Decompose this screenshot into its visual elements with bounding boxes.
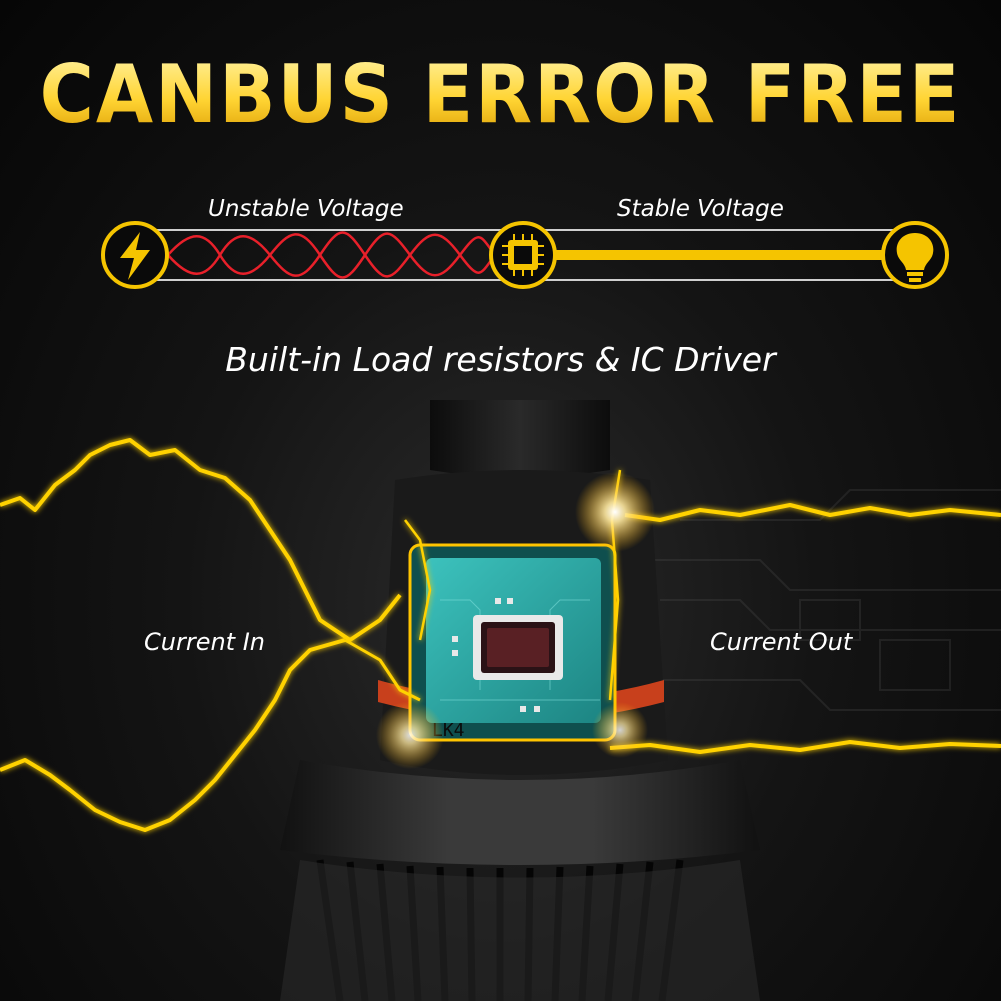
bulb-icon (881, 221, 949, 289)
stable-voltage-label: Stable Voltage (617, 196, 784, 222)
circuit-texture (640, 489, 1001, 711)
unstable-voltage-wave (167, 231, 497, 279)
subtitle: Built-in Load resistors & IC Driver (225, 340, 776, 379)
current-in-label: Current In (144, 628, 266, 656)
chip-icon (489, 221, 557, 289)
unstable-voltage-label: Unstable Voltage (208, 196, 404, 222)
lightning-bolt-icon (101, 221, 169, 289)
lightning-arcs (0, 438, 1001, 832)
headline: CANBUS ERROR FREE (0, 49, 1001, 142)
current-out-label: Current Out (710, 628, 853, 656)
